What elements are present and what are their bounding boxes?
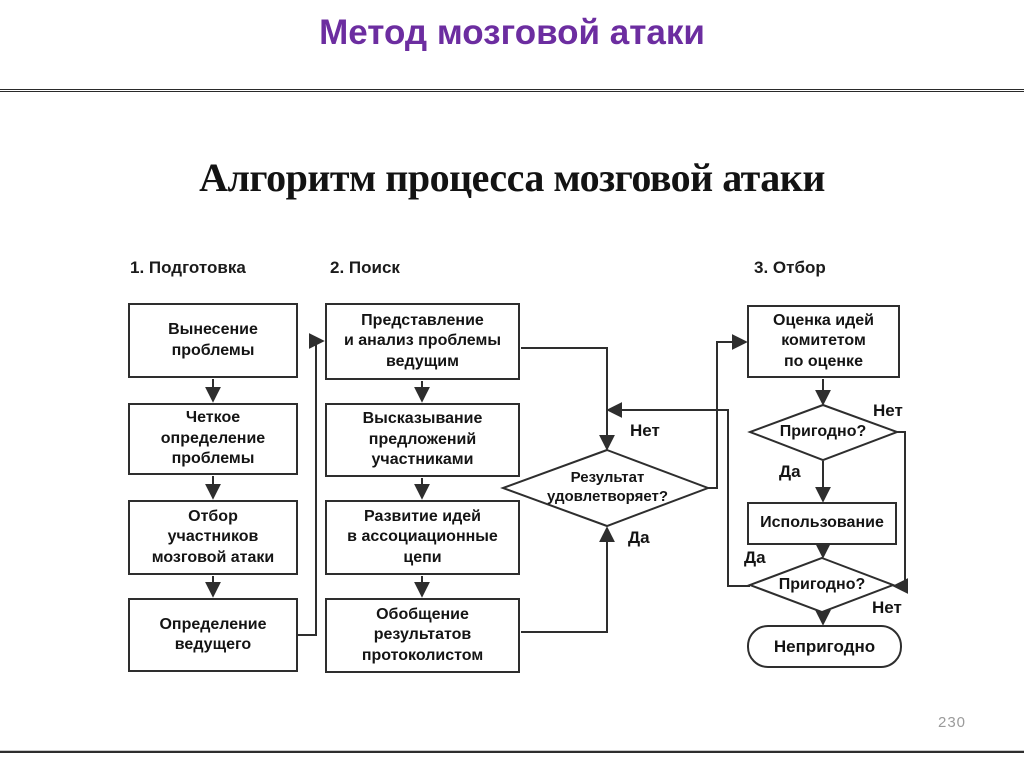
edge-label-suitable2-yes: Да: [744, 548, 766, 567]
diagram-title: Алгоритм процесса мозговой атаки: [199, 155, 825, 200]
box-present-problem: Представление и анализ проблемы ведущим: [325, 303, 520, 380]
connector-suitable1-no-to-suitable2: [892, 431, 909, 594]
top-separator-line: [0, 89, 1024, 92]
box-state-problem: Вынесение проблемы: [128, 303, 298, 378]
bottom-separator-line: [0, 750, 1024, 753]
box-express-proposals: Высказывание предложений участниками: [325, 403, 520, 477]
box-use: Использование: [747, 502, 897, 545]
slide-title: Метод мозговой атаки: [319, 13, 705, 52]
box-develop-ideas: Развитие идей в ассоциационные цепи: [325, 500, 520, 575]
decision-suitable1-shape: [747, 403, 900, 462]
edge-label-suitable1-yes: Да: [779, 462, 801, 481]
page-number: 230: [938, 714, 967, 731]
decision-result-label: Результат удовлетворяет?: [546, 469, 669, 505]
stage-label-preparation: 1. Подготовка: [130, 258, 246, 277]
edge-label-suitable2-no: Нет: [872, 598, 902, 617]
box-evaluate-ideas: Оценка идей комитетом по оценке: [747, 305, 900, 378]
connector-summarize-to-result: [521, 526, 615, 633]
box-assign-leader: Определение ведущего: [128, 598, 298, 672]
connector-leader-to-present: [298, 333, 325, 636]
stage-label-search: 2. Поиск: [330, 258, 400, 277]
edge-label-result-no: Нет: [630, 421, 660, 440]
box-select-participants: Отбор участников мозговой атаки: [128, 500, 298, 575]
decision-suitable2-shape: [747, 556, 896, 614]
box-define-problem: Четкое определение проблемы: [128, 403, 298, 475]
decision-result-shape: [500, 448, 711, 528]
edge-label-result-yes: Да: [628, 528, 650, 547]
stage-label-selection: 3. Отбор: [754, 258, 826, 277]
connector-present-to-result: [521, 347, 615, 451]
edge-label-suitable1-no: Нет: [873, 401, 903, 420]
decision-suitable2-label: Пригодно?: [778, 576, 866, 593]
terminal-unsuitable: Непригодно: [747, 625, 902, 668]
decision-suitable1-label: Пригодно?: [779, 423, 867, 440]
box-summarize-results: Обобщение результатов протоколистом: [325, 598, 520, 673]
connector-result-to-evaluate: [708, 334, 748, 489]
connector-suitable2-return: [606, 402, 750, 587]
